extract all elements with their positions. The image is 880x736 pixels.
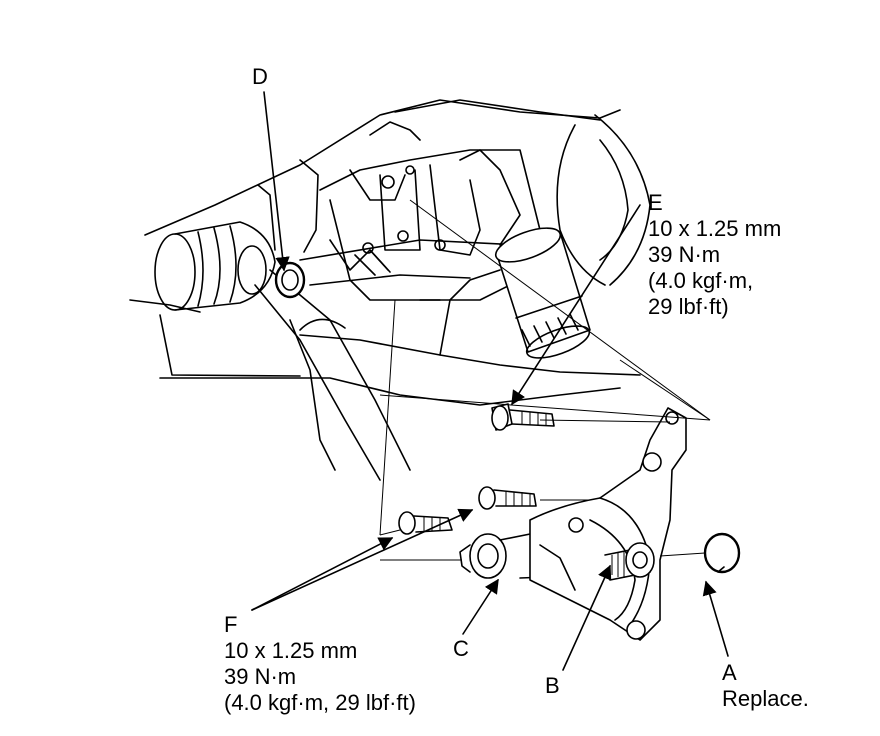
driveshaft xyxy=(154,221,411,481)
callout-E-size: 10 x 1.25 mm xyxy=(648,216,782,241)
callout-E-torque-kgfm: (4.0 kgf·m, xyxy=(648,268,754,293)
callout-D-label: D xyxy=(252,64,268,89)
callout-E: E 10 x 1.25 mm 39 N·m (4.0 kgf·m, 29 lbf… xyxy=(648,190,781,320)
callout-F-size: 10 x 1.25 mm xyxy=(224,638,358,663)
callout-F-torque-full: (4.0 kgf·m, 29 lbf·ft) xyxy=(224,690,416,715)
callout-E-torque-nm: 39 N·m xyxy=(648,242,721,267)
callout-F: F 10 x 1.25 mm 39 N·m (4.0 kgf·m, 29 lbf… xyxy=(224,612,416,716)
bolt-F-lower xyxy=(398,511,453,535)
leader-B xyxy=(562,564,612,671)
bolt-F-upper xyxy=(478,486,537,510)
reference-lines xyxy=(379,199,711,561)
callout-A: A Replace. xyxy=(722,660,809,712)
seal-D xyxy=(274,261,306,299)
callout-E-torque-lbfft: 29 lbf·ft) xyxy=(648,294,729,319)
callout-F-torque-nm: 39 N·m xyxy=(224,664,297,689)
callout-C-label: C xyxy=(453,636,469,661)
callout-B-label: B xyxy=(545,673,560,698)
leader-F xyxy=(251,508,474,611)
leader-C xyxy=(462,578,499,635)
callout-F-label: F xyxy=(224,612,238,637)
oil-filter xyxy=(494,227,591,359)
engine-block xyxy=(129,99,651,406)
callout-A-note: Replace. xyxy=(722,686,809,711)
callout-A-label: A xyxy=(722,660,737,685)
intermediate-housing xyxy=(529,407,687,641)
leader-D xyxy=(263,91,290,272)
snap-ring-A xyxy=(703,532,741,574)
leader-A xyxy=(702,580,729,657)
callout-E-label: E xyxy=(648,190,663,215)
leader-E xyxy=(511,204,641,406)
